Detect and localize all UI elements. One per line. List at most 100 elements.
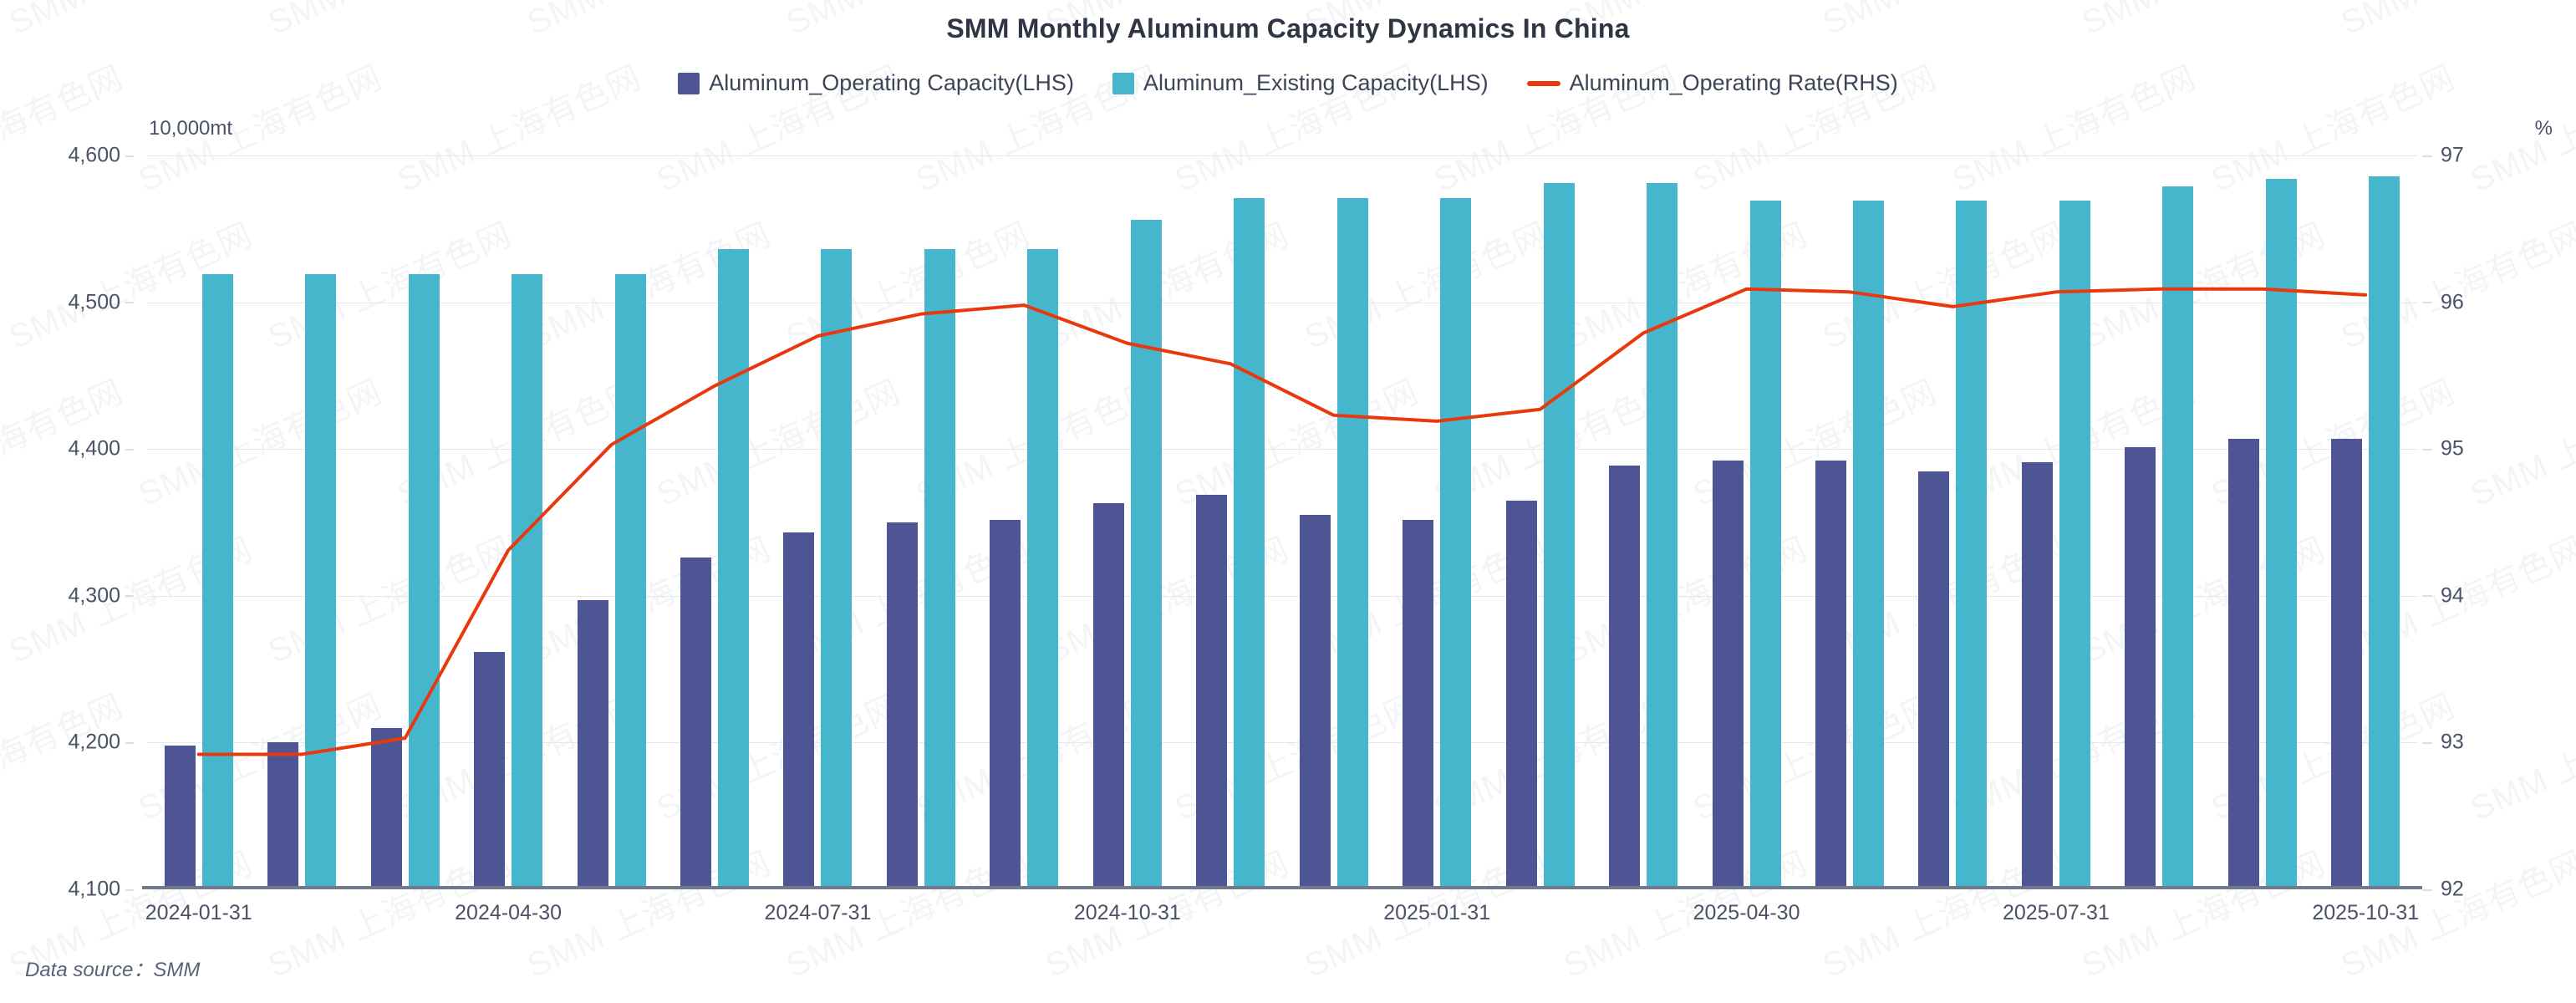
- bar-operating-capacity[interactable]: [1196, 494, 1228, 889]
- line-series-svg: [196, 287, 2368, 756]
- right-tick-label: 97: [2422, 143, 2464, 167]
- bar-operating-capacity[interactable]: [577, 600, 608, 889]
- bar-existing-capacity[interactable]: [1027, 249, 1059, 889]
- bar-operating-capacity[interactable]: [164, 745, 196, 889]
- chart-legend: Aluminum_Operating Capacity(LHS) Aluminum…: [0, 72, 2576, 94]
- gridline: [147, 595, 2417, 597]
- bar-existing-capacity[interactable]: [2162, 186, 2194, 889]
- right-tick-label: 92: [2422, 877, 2464, 901]
- bar-existing-capacity[interactable]: [821, 249, 853, 889]
- bar-operating-capacity[interactable]: [1092, 503, 1124, 889]
- left-tick-label: 4,300: [68, 583, 134, 608]
- right-tick-label: 95: [2422, 436, 2464, 461]
- bar-existing-capacity[interactable]: [512, 274, 543, 889]
- right-tick-label: 93: [2422, 730, 2464, 754]
- bar-existing-capacity[interactable]: [924, 249, 955, 889]
- legend-color-swatch: [1112, 72, 1134, 94]
- bar-existing-capacity[interactable]: [305, 274, 337, 889]
- left-tick-label: 4,200: [68, 730, 134, 754]
- right-tick-label: 94: [2422, 583, 2464, 608]
- bar-existing-capacity[interactable]: [2059, 201, 2090, 889]
- x-axis-baseline: [142, 886, 2422, 889]
- right-axis-tick-labels: 92 93 94 95 96 97: [2417, 144, 2576, 901]
- bar-operating-capacity[interactable]: [2227, 438, 2259, 889]
- gridline: [147, 449, 2417, 451]
- x-tick-label: 2025-01-31: [1383, 901, 1491, 924]
- watermark-text: SMM 上海有色网: [907, 994, 1166, 1003]
- bar-operating-capacity[interactable]: [1815, 461, 1846, 889]
- bar-operating-capacity[interactable]: [1403, 519, 1434, 889]
- bar-existing-capacity[interactable]: [201, 274, 233, 889]
- bar-operating-capacity[interactable]: [1299, 515, 1331, 889]
- x-tick-label: 2024-07-31: [764, 901, 872, 924]
- watermark-text: SMM 上海有色网: [1943, 994, 2202, 1003]
- bar-operating-capacity[interactable]: [680, 558, 711, 889]
- legend-label: Aluminum_Operating Capacity(LHS): [709, 70, 1074, 95]
- bar-operating-capacity[interactable]: [267, 742, 299, 889]
- bar-operating-capacity[interactable]: [1918, 471, 1950, 889]
- bar-series-container: [147, 155, 2417, 889]
- x-tick-label: 2024-04-30: [455, 901, 563, 924]
- watermark-text: SMM 上海有色网: [389, 994, 648, 1003]
- legend-line-swatch: [1526, 80, 1560, 86]
- x-tick-label: 2025-07-31: [2002, 901, 2110, 924]
- legend-label: Aluminum_Existing Capacity(LHS): [1143, 70, 1489, 95]
- bar-operating-capacity[interactable]: [990, 519, 1021, 889]
- watermark-text: SMM 上海有色网: [648, 994, 907, 1003]
- watermark-text: SMM 上海有色网: [2202, 994, 2461, 1003]
- bar-operating-capacity[interactable]: [2125, 447, 2156, 889]
- bar-existing-capacity[interactable]: [1956, 201, 1988, 889]
- bar-existing-capacity[interactable]: [1234, 197, 1265, 889]
- watermark-text: SMM 上海有色网: [1166, 994, 1425, 1003]
- watermark-text: SMM 上海有色网: [1684, 994, 1943, 1003]
- x-tick-label: 2024-01-31: [145, 901, 252, 924]
- watermark-text: SMM 上海有色网: [1425, 994, 1684, 1003]
- bar-existing-capacity[interactable]: [1749, 201, 1781, 889]
- bar-existing-capacity[interactable]: [2265, 179, 2297, 889]
- legend-item-0[interactable]: Aluminum_Operating Capacity(LHS): [678, 72, 1074, 94]
- x-axis-tick-labels: 2024-01-31 2024-04-30 2024-07-31 2024-10-31…: [145, 901, 2420, 934]
- right-axis-unit-label: %: [2534, 117, 2553, 140]
- left-tick-label: 4,500: [68, 290, 134, 314]
- bar-operating-capacity[interactable]: [1712, 461, 1744, 889]
- bar-operating-capacity[interactable]: [783, 532, 815, 889]
- left-tick-label: 4,100: [68, 877, 134, 901]
- bar-existing-capacity[interactable]: [408, 274, 440, 889]
- bar-existing-capacity[interactable]: [1440, 197, 1472, 889]
- bar-operating-capacity[interactable]: [474, 651, 506, 889]
- data-source-note: Data source：SMM: [25, 959, 201, 981]
- bar-operating-capacity[interactable]: [1609, 465, 1641, 889]
- gridline: [147, 742, 2417, 744]
- left-axis-unit-label: 10,000mt: [149, 117, 233, 140]
- bar-existing-capacity[interactable]: [1853, 201, 1884, 889]
- x-tick-label: 2024-10-31: [1073, 901, 1181, 924]
- bar-existing-capacity[interactable]: [1647, 183, 1678, 889]
- bar-existing-capacity[interactable]: [1130, 220, 1162, 889]
- gridline: [147, 155, 2417, 156]
- right-tick-label: 96: [2422, 290, 2464, 314]
- x-tick-label: 2025-10-31: [2312, 901, 2420, 924]
- watermark-text: SMM 上海有色网: [2461, 994, 2576, 1003]
- bar-operating-capacity[interactable]: [370, 727, 402, 889]
- bar-existing-capacity[interactable]: [718, 249, 749, 889]
- watermark-text: SMM 上海有色网: [130, 994, 389, 1003]
- bar-existing-capacity[interactable]: [2369, 176, 2400, 889]
- bar-operating-capacity[interactable]: [2331, 438, 2363, 889]
- legend-item-2[interactable]: Aluminum_Operating Rate(RHS): [1526, 70, 1898, 95]
- line-operating-rate[interactable]: [196, 287, 2368, 756]
- bar-operating-capacity[interactable]: [2021, 462, 2053, 889]
- legend-label: Aluminum_Operating Rate(RHS): [1569, 70, 1898, 95]
- watermark-text: SMM 上海有色网: [0, 994, 130, 1003]
- legend-item-1[interactable]: Aluminum_Existing Capacity(LHS): [1112, 72, 1489, 94]
- bar-existing-capacity[interactable]: [1336, 197, 1368, 889]
- legend-color-swatch: [678, 72, 700, 94]
- left-tick-label: 4,600: [68, 143, 134, 167]
- bar-existing-capacity[interactable]: [1543, 183, 1575, 889]
- x-tick-label: 2025-04-30: [1693, 901, 1800, 924]
- plot-area: [142, 155, 2422, 890]
- bar-operating-capacity[interactable]: [886, 522, 918, 889]
- gridline: [147, 889, 2417, 890]
- bar-operating-capacity[interactable]: [1505, 500, 1537, 889]
- bar-existing-capacity[interactable]: [614, 274, 646, 889]
